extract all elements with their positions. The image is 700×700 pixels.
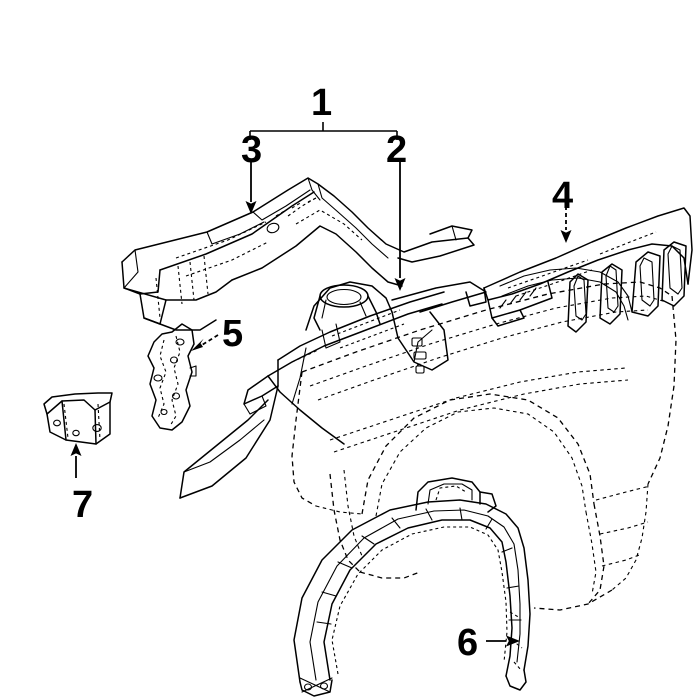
callout-number-1: 1 (311, 82, 332, 124)
part-2-inner-fender-apron (179, 281, 487, 499)
part-5-reinforcement-bracket (147, 323, 197, 431)
part-3-front-frame-rail (121, 177, 475, 331)
callout-number-7: 7 (72, 484, 93, 526)
callout-4-leader (560, 206, 572, 243)
callout-2-leader (394, 160, 406, 291)
fender-outer-panel-reference (291, 281, 677, 611)
callout-number-6: 6 (457, 622, 478, 664)
callout-number-4: 4 (552, 175, 573, 217)
callout-1-group-bracket (249, 122, 398, 140)
callout-5-leader (191, 334, 219, 351)
part-6-wheelhouse-splash-shield (293, 477, 531, 697)
callout-7-leader (70, 443, 82, 478)
part-7-mounting-bracket (43, 392, 113, 445)
part-4-radiator-support-tie-bar (465, 207, 693, 333)
callout-number-5: 5 (222, 313, 243, 355)
callout-6-leader (486, 635, 520, 647)
callout-number-3: 3 (241, 129, 262, 171)
callout-3-leader (245, 160, 257, 214)
callout-number-2: 2 (386, 129, 407, 171)
